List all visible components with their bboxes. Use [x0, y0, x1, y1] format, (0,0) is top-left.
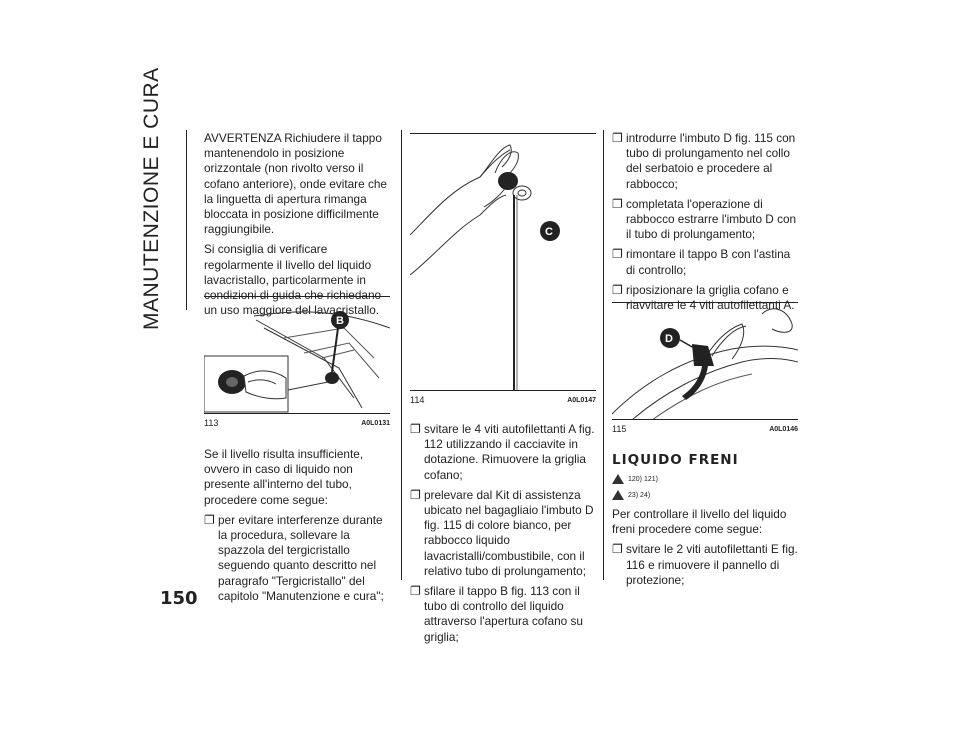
list-item: ❐ rimontare il tappo B con l'astina di c… [612, 247, 800, 277]
figure-code: A0L0146 [769, 426, 798, 433]
list-item: ❐ prelevare dal Kit di assistenza ubicat… [410, 488, 598, 579]
column-2: ❐ svitare le 4 viti autofilettanti A fig… [410, 422, 598, 650]
svg-text:D: D [665, 333, 673, 345]
bullet-checkbox-icon: ❐ [410, 487, 421, 502]
list-item: ❐ introdurre l'imbuto D fig. 115 con tub… [612, 131, 800, 192]
paragraph: Si consiglia di verificare regolarmente … [204, 242, 381, 318]
list-item: ❐ completata l'operazione di rabbocco es… [612, 197, 800, 243]
warning-ref-text: 120) 121) [628, 475, 658, 483]
paragraph: Se il livello risulta insufficiente, ovv… [204, 447, 364, 507]
svg-text:B: B [336, 315, 344, 327]
paragraph: Per controllare il livello del liquido f… [612, 507, 787, 537]
bullet-checkbox-icon: ❐ [204, 512, 215, 527]
list-item: ❐ svitare le 4 viti autofilettanti A fig… [410, 422, 598, 483]
list-item-text: sfilare il tappo B fig. 113 con il tubo … [424, 584, 583, 644]
column-3: ❐ introdurre l'imbuto D fig. 115 con tub… [612, 131, 800, 318]
list-item-text: rimontare il tappo B con l'astina di con… [626, 247, 791, 277]
column-1-lower: Se il livello risulta insufficiente, ovv… [204, 447, 392, 609]
column-1: AVVERTENZA Richiudere il tappo mantenend… [204, 131, 392, 323]
bullet-checkbox-icon: ❐ [410, 584, 421, 599]
warning-ref: 120) 121) [612, 474, 658, 484]
figure-top-rule [204, 296, 390, 297]
figure-113: B 113 A0L0131 [204, 296, 390, 432]
list-item-text: per evitare interferenze durante la proc… [218, 512, 384, 603]
figure-115-illustration: D [612, 308, 798, 420]
paragraph: AVVERTENZA Richiudere il tappo mantenend… [204, 131, 387, 237]
figure-115: D 115 A0L0146 [612, 302, 798, 438]
list-item-text: prelevare dal Kit di assistenza ubicato … [424, 487, 594, 578]
bullet-checkbox-icon: ❐ [612, 282, 623, 297]
bullet-checkbox-icon: ❐ [612, 247, 623, 262]
warning-triangle-icon [612, 474, 624, 484]
column-divider-1 [401, 130, 402, 580]
bullet-checkbox-icon: ❐ [612, 542, 623, 557]
caution-triangle-icon [612, 490, 624, 500]
page-number: 150 [160, 588, 198, 609]
caution-ref: 23) 24) [612, 490, 650, 500]
figure-code: A0L0147 [567, 397, 596, 404]
list-item-text: svitare le 2 viti autofilettanti E fig. … [626, 542, 798, 587]
list-item: ❐ svitare le 2 viti autofilettanti E fig… [612, 542, 800, 588]
figure-code: A0L0131 [361, 420, 390, 427]
figure-114-illustration: C [410, 144, 560, 391]
caution-ref-text: 23) 24) [628, 491, 651, 499]
list-item-text: completata l'operazione di rabbocco estr… [626, 196, 797, 242]
list-item: ❐ riposizionare la griglia cofano e riav… [612, 283, 800, 313]
svg-text:C: C [545, 226, 553, 238]
list-item-text: svitare le 4 viti autofilettanti A fig. … [424, 422, 595, 482]
bullet-checkbox-icon: ❐ [612, 131, 623, 145]
figure-top-rule [612, 302, 798, 303]
list-item: ❐ per evitare interferenze durante la pr… [204, 513, 392, 604]
column-3-lower: Per controllare il livello del liquido f… [612, 507, 800, 593]
figure-bottom-rule [612, 419, 798, 420]
figure-number: 113 [204, 418, 219, 428]
section-heading: LIQUIDO FRENI [612, 452, 739, 468]
list-item-text: riposizionare la griglia cofano e riavvi… [626, 282, 795, 313]
side-chapter-title-text: MANUTENZIONE E CURA [140, 67, 163, 330]
bullet-checkbox-icon: ❐ [410, 422, 421, 436]
figure-bottom-rule [204, 413, 390, 414]
list-item: ❐ sfilare il tappo B fig. 113 con il tub… [410, 584, 598, 645]
figure-114: C 114 A0L0147 [410, 133, 596, 409]
figure-top-rule [410, 133, 596, 134]
figure-113-illustration: B [204, 311, 390, 413]
bullet-checkbox-icon: ❐ [612, 196, 623, 211]
figure-number: 114 [410, 395, 425, 405]
figure-bottom-rule [410, 390, 596, 391]
figure-number: 115 [612, 424, 627, 434]
side-rule [186, 130, 187, 310]
list-item-text: introdurre l'imbuto D fig. 115 con tubo … [626, 131, 796, 191]
column-divider-2 [603, 130, 604, 580]
